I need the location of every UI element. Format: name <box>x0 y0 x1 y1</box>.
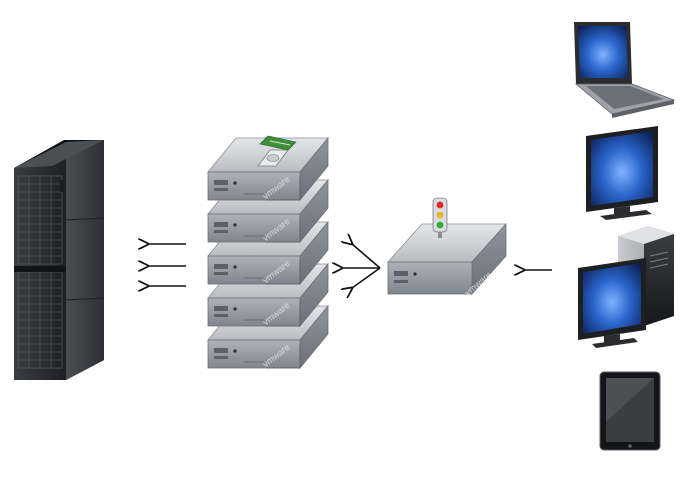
traffic-light-icon <box>432 197 448 238</box>
memory-module-icon <box>259 135 297 151</box>
client-devices <box>574 22 676 451</box>
broker-link-arrows <box>342 244 381 288</box>
server-box-icon: vmware <box>207 221 329 285</box>
storage-rack <box>14 140 105 380</box>
desktop-tower-icon <box>578 226 674 348</box>
tablet-icon <box>599 371 661 451</box>
esx-host-stack: vmware vmware vmware vmware vmware <box>207 135 329 369</box>
laptop-icon <box>574 22 676 118</box>
server-box-icon: vmware <box>207 263 329 327</box>
server-box-icon: vmware <box>207 305 329 369</box>
server-box-icon: vmware <box>207 179 329 243</box>
storage-link-arrows <box>148 244 186 286</box>
connection-broker: vmware <box>387 197 507 298</box>
arrow-fan-icon <box>342 244 381 288</box>
monitor-icon <box>586 126 658 220</box>
server-box-icon: vmware <box>207 135 329 201</box>
server-rack-icon <box>14 140 105 380</box>
